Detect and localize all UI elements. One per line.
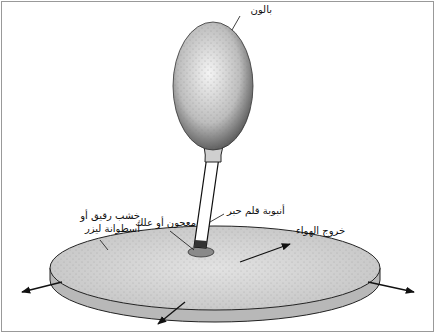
part-label: خشب رقيق أو أسطوانة ليزر [60, 209, 140, 235]
pen-tube [194, 156, 219, 248]
part-label: خروج الهواء [296, 224, 345, 237]
leader-line [210, 214, 224, 222]
disc-texture [50, 226, 380, 310]
part-label: أنبوبة قلم حبر [227, 204, 285, 217]
balloon-texture [173, 22, 253, 150]
wood-disc [50, 226, 380, 310]
air-arrow [22, 282, 62, 292]
air-arrow [158, 302, 185, 324]
air-arrow [368, 282, 414, 292]
part-label: بالون [251, 3, 272, 16]
leader-line [232, 16, 240, 30]
leader-line [100, 240, 108, 250]
leader-line [170, 231, 194, 250]
balloon [173, 22, 253, 150]
air-arrow [240, 244, 290, 262]
part-label: معجون أو علك [135, 216, 196, 229]
tube-end [194, 240, 207, 248]
